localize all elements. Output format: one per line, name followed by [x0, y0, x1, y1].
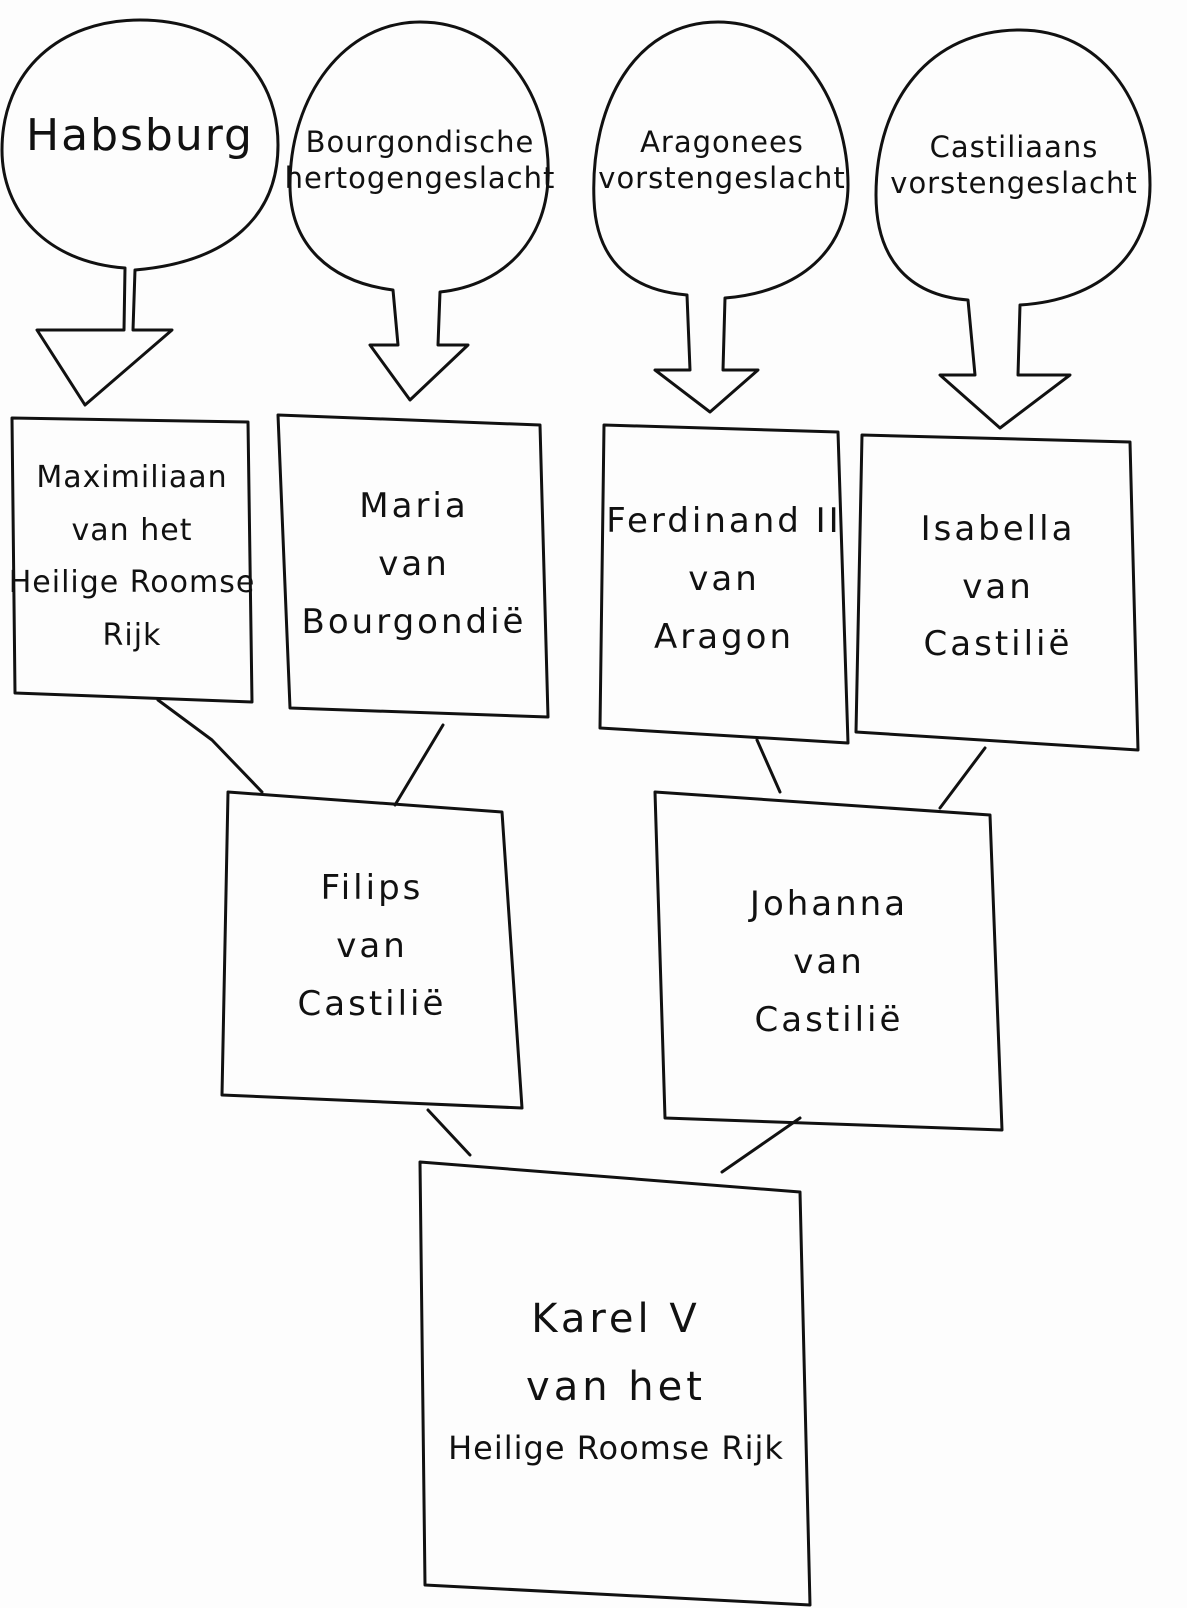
person-box-maximiliaan: [10, 416, 254, 704]
house-bubble-bourgondisch: [288, 20, 550, 402]
person-label-line: Maximiliaan: [36, 460, 228, 495]
person-label-maria: Maria van Bourgondië: [284, 430, 544, 700]
person-label-line: van: [793, 942, 865, 983]
person-label-line: van: [378, 544, 450, 585]
person-box-isabella: [854, 433, 1140, 752]
person-label-isabella: Isabella van Castilië: [862, 445, 1134, 730]
person-label-line: Castilië: [923, 624, 1073, 665]
person-label-line: van het: [71, 512, 193, 548]
person-label-line: Rijk: [102, 617, 162, 653]
link-maximiliaan-filips: [156, 698, 264, 794]
house-label-aragonees: Aragonees vorstengeslacht: [596, 100, 848, 220]
person-label-line: Isabella: [920, 508, 1076, 549]
person-label-johanna: Johanna van Castilië: [666, 818, 992, 1108]
person-label-ferdinand: Ferdinand II van Aragon: [604, 440, 844, 720]
person-label-karel: Karel V van het Heilige Roomse Rijk: [428, 1190, 804, 1570]
house-label-bourgondisch: Bourgondische hertogengeslacht: [285, 100, 555, 220]
house-label-line: Castiliaans: [929, 129, 1099, 164]
house-label-line: Habsburg: [26, 109, 254, 161]
link-johanna-karel: [720, 1116, 802, 1174]
person-label-line: van het: [526, 1363, 706, 1410]
person-label-line: Karel V: [531, 1295, 701, 1342]
person-label-line: Castilië: [297, 983, 447, 1024]
person-box-filips: [220, 790, 524, 1110]
link-isabella-johanna: [938, 746, 987, 810]
link-filips-karel: [426, 1108, 472, 1157]
person-label-line: Heilige Roomse Rijk: [448, 1428, 784, 1467]
link-maria-filips: [393, 723, 445, 807]
house-label-habsburg: Habsburg: [20, 90, 260, 180]
person-label-line: Johanna: [749, 884, 909, 925]
house-label-line: vorstengeslacht: [890, 166, 1138, 200]
person-label-line: van: [688, 559, 760, 600]
person-label-line: Castilië: [754, 999, 904, 1040]
house-label-line: Aragonees: [640, 124, 804, 159]
house-bubble-habsburg: [0, 18, 280, 407]
person-label-filips: Filips van Castilië: [232, 812, 512, 1082]
house-label-line: vorstengeslacht: [598, 161, 846, 195]
link-ferdinand-johanna: [755, 738, 782, 794]
person-label-line: Aragon: [653, 616, 794, 657]
person-label-maximiliaan: Maximiliaan van het Heilige Roomse Rijk: [9, 432, 255, 682]
person-box-ferdinand: [598, 423, 850, 745]
person-box-karel: [418, 1160, 812, 1607]
person-box-maria: [276, 413, 550, 719]
person-label-line: Bourgondië: [301, 601, 527, 642]
house-label-line: hertogengeslacht: [284, 161, 556, 195]
person-label-line: van: [962, 566, 1034, 607]
house-bubble-aragonees: [592, 20, 850, 414]
person-label-line: Filips: [320, 868, 424, 909]
person-label-line: van: [336, 926, 408, 967]
person-label-line: Ferdinand II: [606, 501, 842, 542]
house-label-line: Bourgondische: [305, 124, 535, 159]
person-label-line: Heilige Roomse: [8, 565, 256, 600]
person-label-line: Maria: [359, 486, 469, 527]
person-box-johanna: [653, 790, 1004, 1132]
house-label-castiliaans: Castiliaans vorstengeslacht: [878, 105, 1150, 225]
house-bubble-castiliaans: [874, 28, 1152, 430]
